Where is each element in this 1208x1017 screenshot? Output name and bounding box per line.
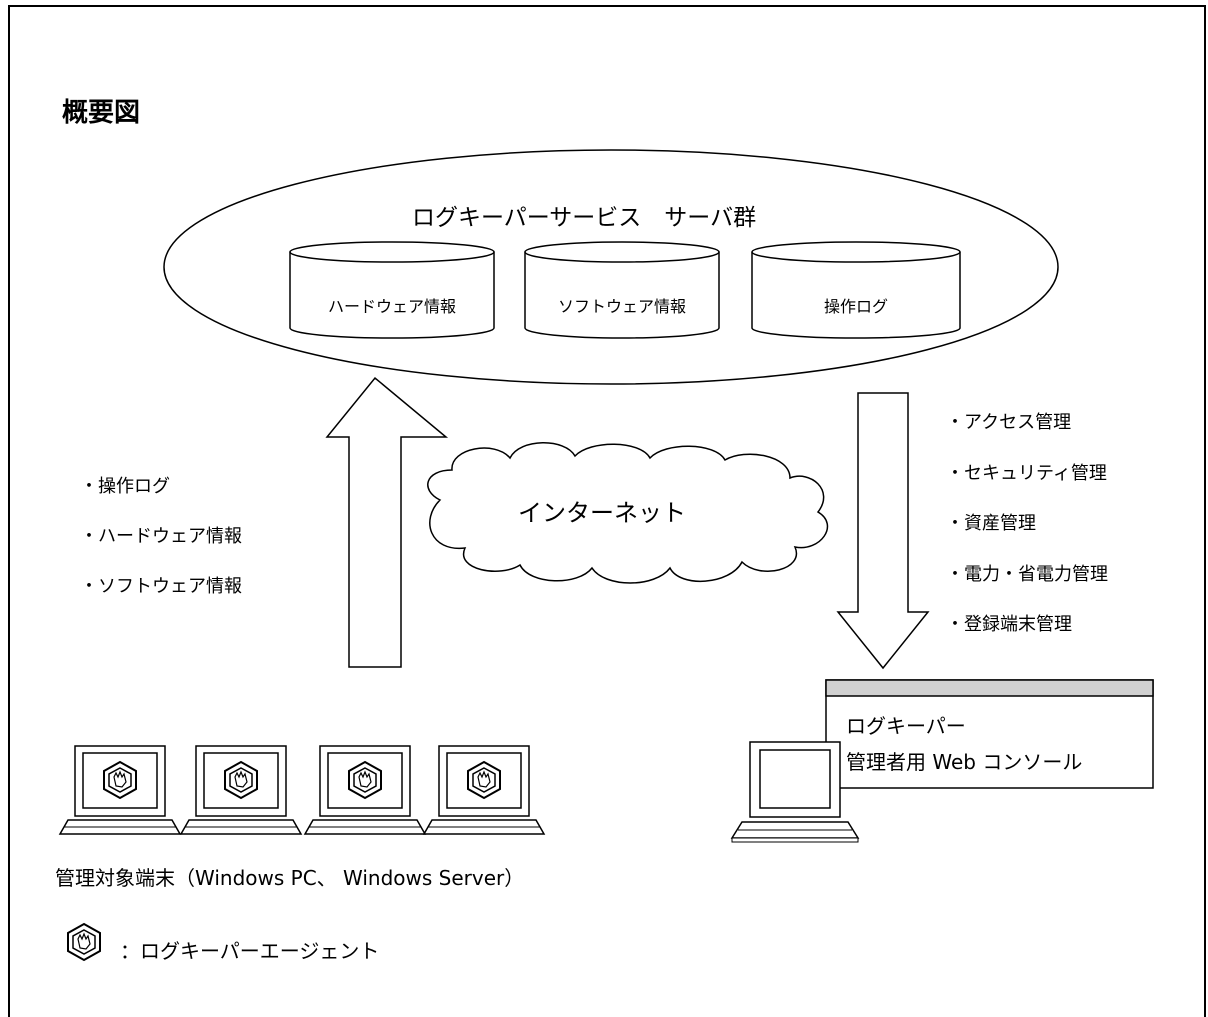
database-hardware: ハードウェア情報: [289, 241, 495, 339]
agent-icon: [103, 760, 137, 800]
managed-terminal-laptop-icon: [179, 745, 303, 835]
management-arrow: [836, 392, 930, 670]
management-item: ・セキュリティ管理: [946, 463, 1107, 484]
database-label: ハードウェア情報: [328, 297, 456, 316]
database-operation-log: 操作ログ: [751, 241, 961, 339]
agent-icon: [348, 760, 382, 800]
agent-legend-text: ：ログキーパーエージェント: [120, 939, 380, 963]
agent-icon: [467, 760, 501, 800]
database-label: ソフトウェア情報: [558, 297, 686, 316]
console-title: ログキーパー: [846, 714, 966, 738]
upload-item: ・操作ログ: [80, 476, 170, 497]
database-software: ソフトウェア情報: [524, 241, 720, 339]
managed-terminal-laptop-icon: [422, 745, 546, 835]
agent-icon: [224, 760, 258, 800]
diagram-frame: [8, 5, 1206, 1017]
admin-laptop-icon: [730, 741, 860, 843]
managed-terminal-laptop-icon: [303, 745, 427, 835]
management-item: ・資産管理: [946, 513, 1036, 534]
legend-agent-icon: [67, 922, 101, 962]
internet-cloud: [427, 442, 829, 584]
targets-caption: 管理対象端末（Windows PC、 Windows Server）: [55, 866, 525, 890]
database-label: 操作ログ: [824, 297, 888, 316]
upload-item: ・ハードウェア情報: [80, 526, 242, 547]
internet-label: インターネット: [518, 499, 686, 527]
management-item: ・登録端末管理: [946, 614, 1072, 635]
management-item: ・電力・省電力管理: [946, 564, 1108, 585]
diagram-title: 概要図: [62, 98, 141, 128]
upload-arrow: [325, 376, 449, 668]
management-item: ・アクセス管理: [946, 412, 1072, 433]
server-cluster-label: ログキーパーサービス サーバ群: [412, 205, 757, 231]
managed-terminal-laptop-icon: [58, 745, 182, 835]
admin-console-window: [825, 679, 1154, 789]
console-subtitle: 管理者用 Web コンソール: [846, 750, 1083, 774]
upload-item: ・ソフトウェア情報: [80, 576, 242, 597]
